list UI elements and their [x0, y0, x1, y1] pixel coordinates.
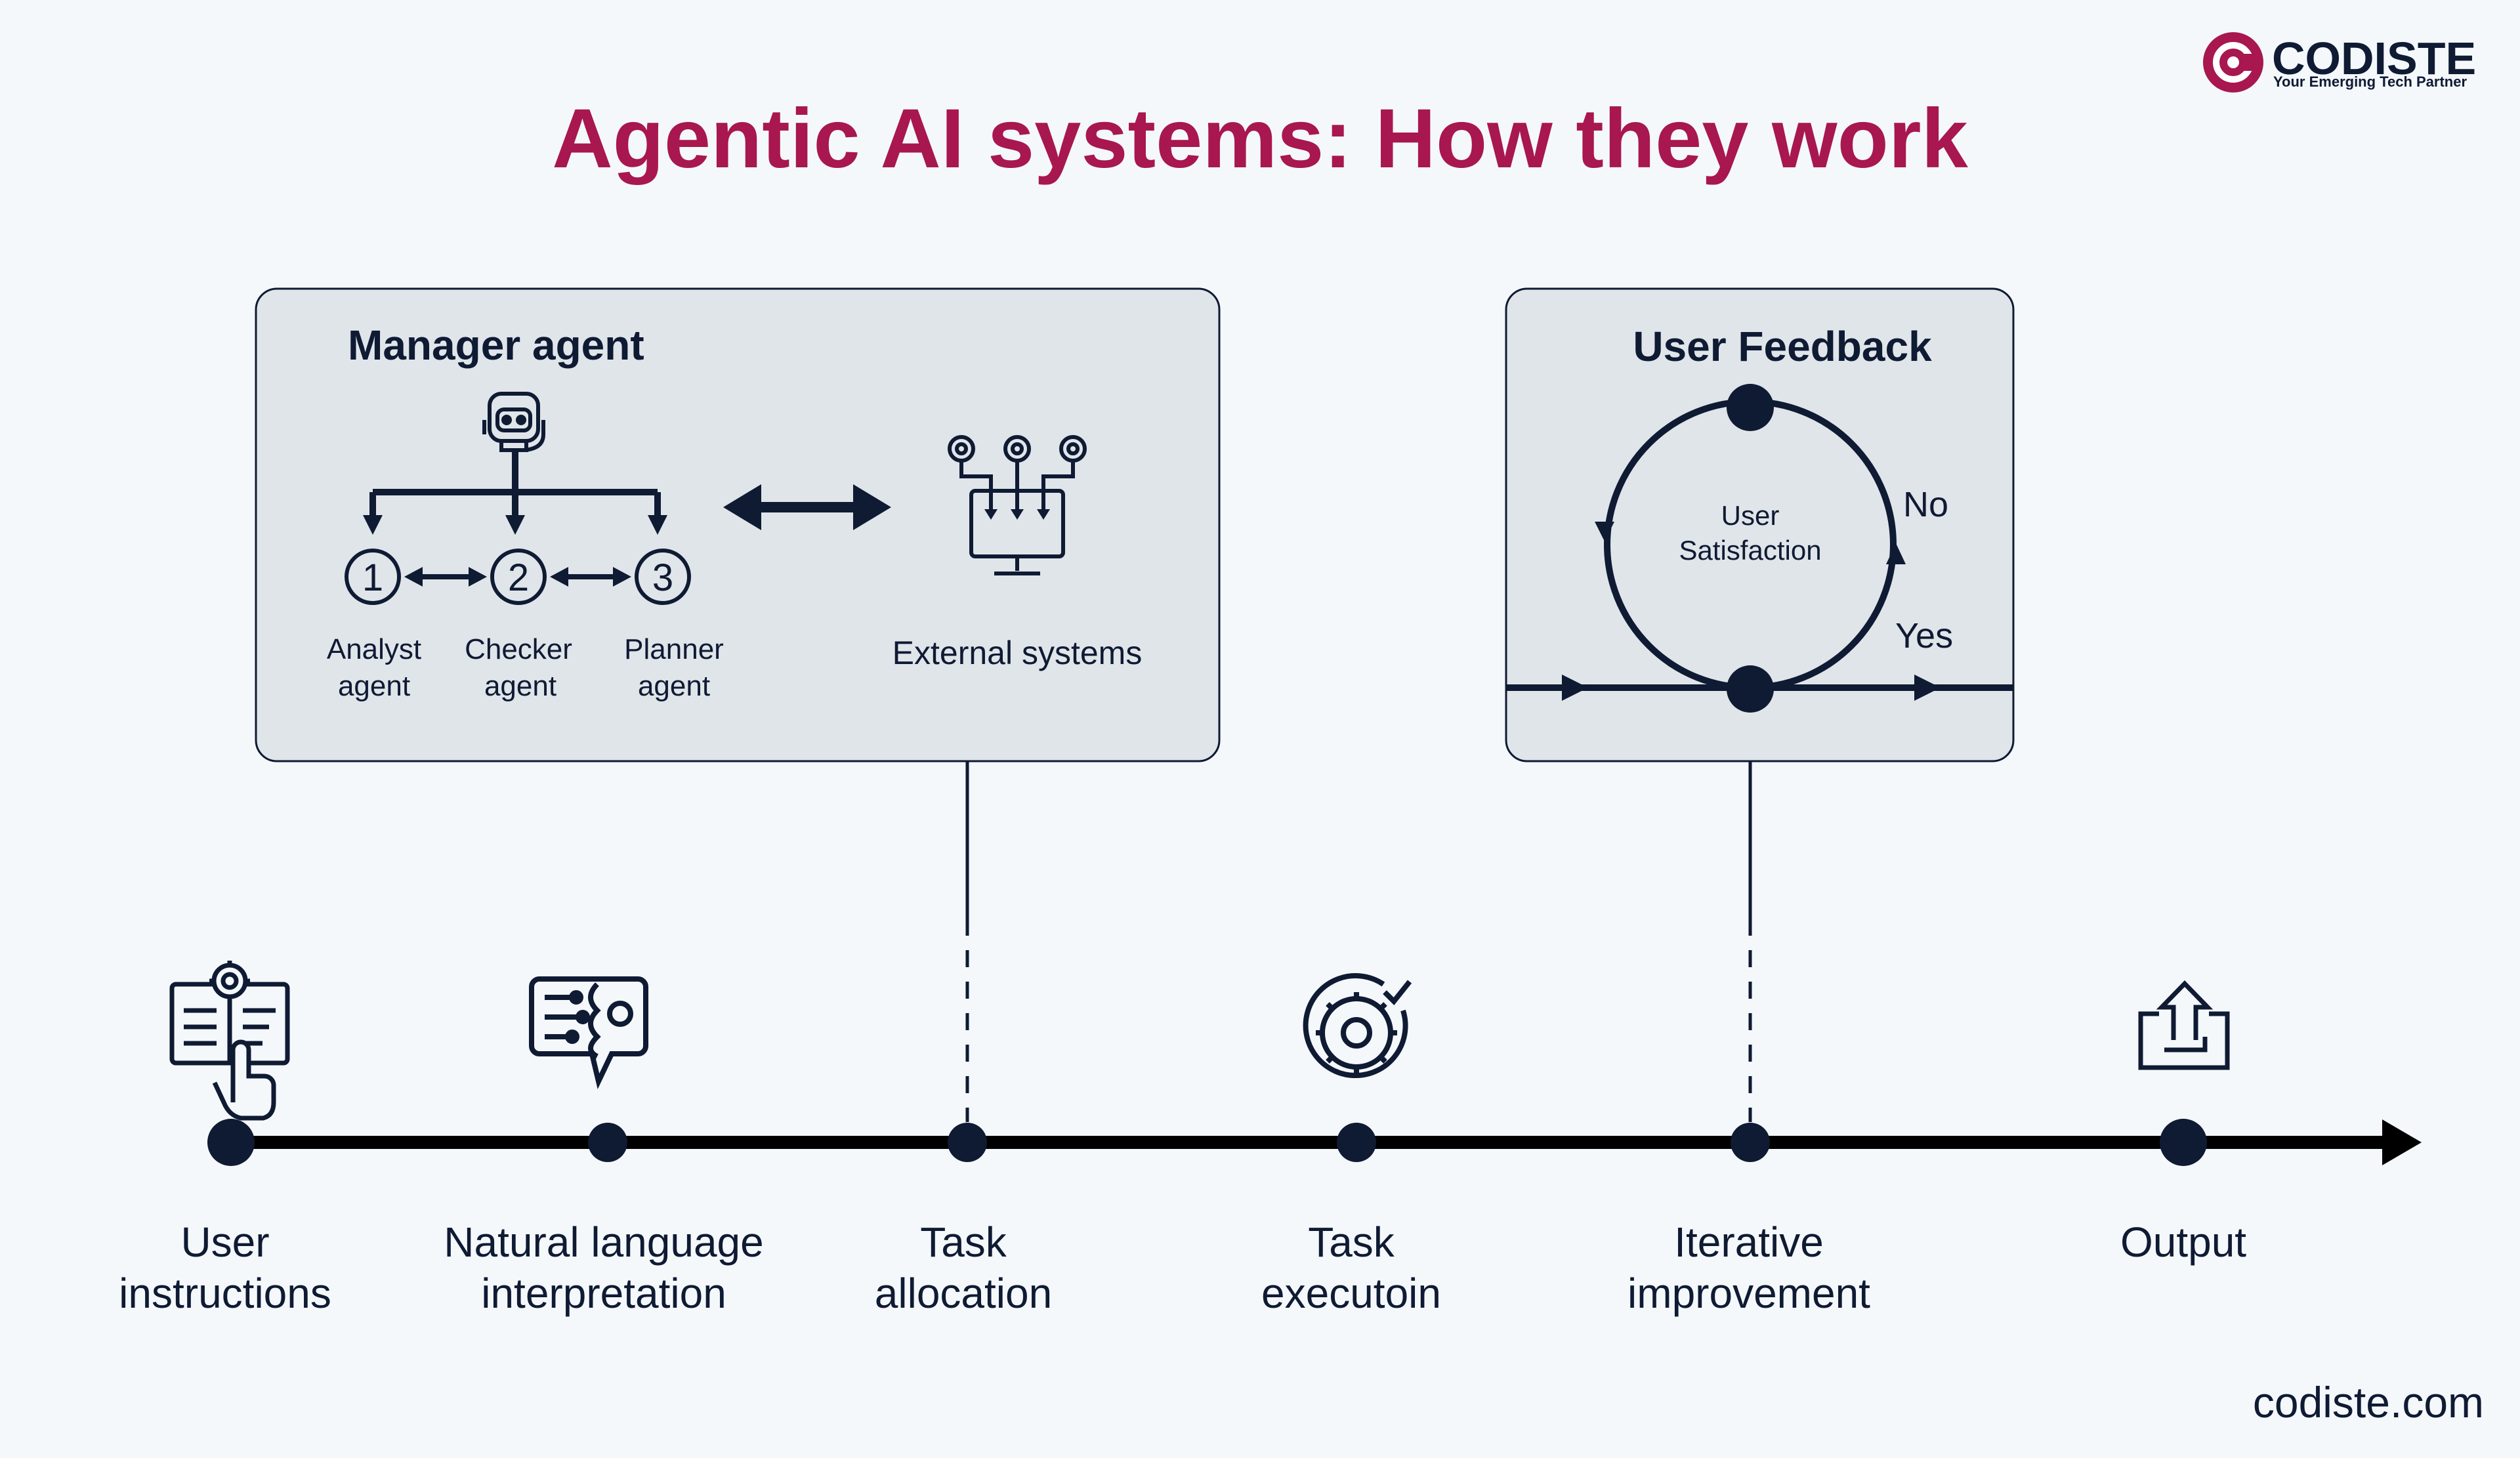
agent-label-3-line2: agent [638, 670, 710, 702]
user-feedback-panel: User Feedback User Satisfaction No Yes [1505, 287, 2015, 762]
satisfaction-line2: Satisfaction [1679, 535, 1821, 566]
feedback-flow-line [1506, 675, 2013, 701]
loop-arrow-left [1595, 522, 1614, 541]
agent-label-1-line2: agent [338, 670, 410, 702]
satisfaction-line1: User [1721, 500, 1780, 531]
step-label-1-line1: User [180, 1218, 269, 1266]
agent-label-2-line1: Checker [465, 633, 572, 665]
manager-hierarchy-lines [369, 451, 661, 518]
agent-label-3-line1: Planner [624, 633, 724, 665]
brand-tagline: Your Emerging Tech Partner [2273, 73, 2467, 90]
agent-number-3: 3 [652, 556, 673, 599]
step-label-3-line2: allocation [875, 1270, 1052, 1317]
panel-connectors [965, 761, 1752, 1122]
export-tray-icon [2138, 980, 2230, 1070]
external-systems-icon [948, 435, 1087, 575]
step-label-5-line1: Iterative [1674, 1218, 1824, 1266]
timeline-node-2 [588, 1123, 627, 1162]
timeline-node-1 [207, 1119, 255, 1166]
website-label: codiste.com [2253, 1378, 2484, 1427]
brand-logo: CODISTE Your Emerging Tech Partner [2203, 32, 2476, 93]
manager-external-double-arrow [723, 484, 891, 530]
manager-agent-panel: Manager agent 1 Analyst [255, 287, 1221, 762]
speech-circuit-icon [529, 976, 648, 1089]
feedback-yes-label: Yes [1895, 616, 1953, 656]
brand-name: CODISTE [2272, 33, 2476, 84]
agent-label-1-line1: Analyst [327, 633, 421, 665]
step-label-3-line1: Task [920, 1218, 1007, 1266]
page-title: Agentic AI systems: How they work [552, 92, 1968, 186]
timeline-node-5 [1731, 1123, 1770, 1162]
agent-planner: 3 Planner agent [624, 549, 724, 702]
step-label-6-line1: Output [2120, 1218, 2246, 1266]
manager-agent-title: Manager agent [348, 322, 644, 369]
hierarchy-arrowheads [363, 515, 667, 535]
feedback-no-label: No [1903, 485, 1948, 524]
document-gear-hand-icon [169, 961, 290, 1121]
agent-double-arrows [404, 567, 631, 587]
agent-number-2: 2 [508, 556, 529, 599]
step-label-2-line1: Natural language [444, 1218, 763, 1266]
timeline-node-3 [948, 1123, 987, 1162]
step-label-1-line2: instructions [119, 1270, 331, 1317]
step-label-5-line2: improvement [1628, 1270, 1870, 1317]
agent-checker: 2 Checker agent [465, 549, 572, 702]
gear-check-icon [1303, 973, 1412, 1079]
timeline: User instructions Natural language inter… [119, 961, 2422, 1317]
agent-number-1: 1 [362, 556, 383, 599]
codiste-logo-icon [2203, 32, 2263, 93]
step-label-4-line2: executoin [1261, 1270, 1441, 1317]
timeline-node-4 [1337, 1123, 1376, 1162]
loop-arrow-right [1886, 543, 1906, 564]
external-icon-arrowheads [984, 509, 1050, 520]
user-feedback-title: User Feedback [1633, 323, 1932, 370]
robot-headset-icon [482, 392, 545, 452]
timeline-arrowhead [2382, 1119, 2422, 1165]
external-systems-label: External systems [892, 635, 1143, 671]
agent-label-2-line2: agent [484, 670, 556, 702]
timeline-node-6 [2160, 1119, 2207, 1166]
step-label-4-line1: Task [1308, 1218, 1395, 1266]
agent-analyst: 1 Analyst agent [327, 549, 421, 702]
step-label-2-line2: interpretation [481, 1270, 726, 1317]
